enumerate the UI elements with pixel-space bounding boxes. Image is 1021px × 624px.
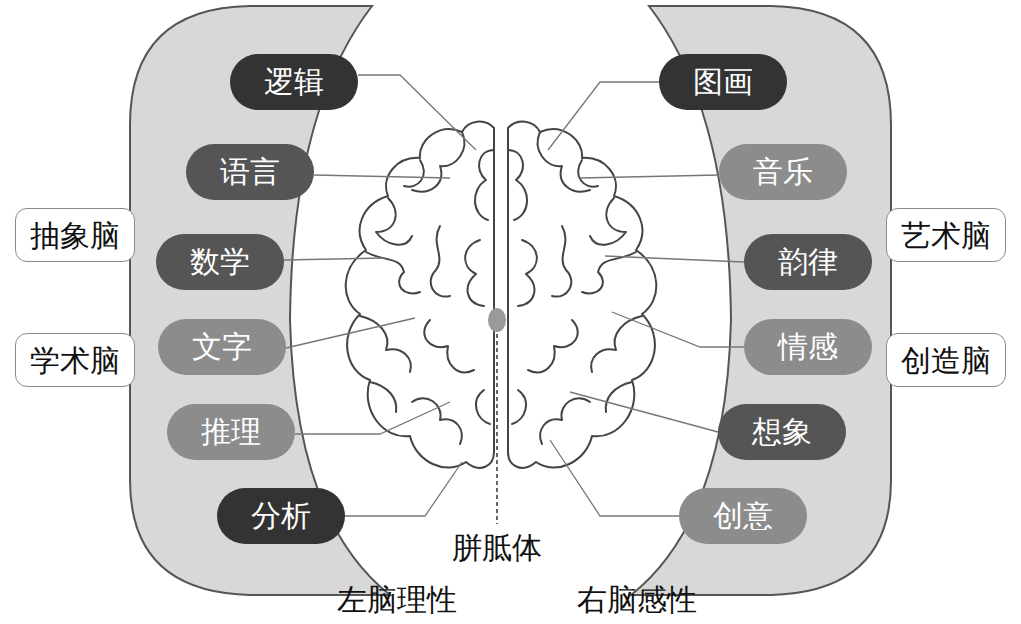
- node-text: 语言: [220, 154, 280, 189]
- imagination-pill: 想象: [718, 404, 846, 460]
- math-pill: 数学: [156, 234, 284, 290]
- node-text: 数学: [190, 244, 250, 279]
- writing-pill: 文字: [158, 319, 286, 375]
- creative-brain-tag: 创造脑: [886, 333, 1006, 387]
- corpus-callosum-label: 胼胝体: [452, 528, 542, 569]
- node-text: 情感: [778, 329, 838, 364]
- node-text: 创意: [713, 498, 773, 533]
- right-band: [631, 6, 891, 595]
- art-brain-tag: 艺术脑: [886, 208, 1006, 262]
- right-gyri: [508, 132, 642, 444]
- node-text: 韵律: [778, 244, 838, 279]
- language-pill: 语言: [186, 144, 314, 200]
- rhythm-pill: 韵律: [744, 234, 872, 290]
- emotion-pill: 情感: [744, 319, 872, 375]
- creativity-pill: 创意: [679, 488, 807, 544]
- node-text: 艺术脑: [901, 218, 991, 253]
- academic-brain-tag: 学术脑: [15, 333, 135, 387]
- leader-lines: [284, 75, 744, 516]
- left-gyri: [360, 132, 494, 444]
- node-text: 抽象脑: [30, 218, 120, 253]
- node-text: 分析: [251, 498, 311, 533]
- corpus-callosum-dot: [488, 308, 506, 332]
- node-text: 想象: [752, 414, 812, 449]
- left-brain-label: 左脑理性: [337, 580, 457, 621]
- abstract-brain-tag: 抽象脑: [15, 208, 135, 262]
- node-text: 图画: [693, 64, 753, 99]
- node-text: 创造脑: [901, 343, 991, 378]
- callout-dashed-line: [496, 334, 498, 524]
- right-hemisphere: [508, 122, 656, 468]
- music-pill: 音乐: [719, 144, 847, 200]
- node-text: 学术脑: [30, 343, 120, 378]
- drawing-pill: 图画: [659, 54, 787, 110]
- right-brain-label: 右脑感性: [577, 580, 697, 621]
- node-text: 推理: [201, 414, 261, 449]
- analysis-pill: 分析: [217, 488, 345, 544]
- node-text: 音乐: [753, 154, 813, 189]
- node-text: 文字: [192, 329, 252, 364]
- node-text: 逻辑: [264, 64, 324, 99]
- logic-pill: 逻辑: [230, 54, 358, 110]
- reasoning-pill: 推理: [167, 404, 295, 460]
